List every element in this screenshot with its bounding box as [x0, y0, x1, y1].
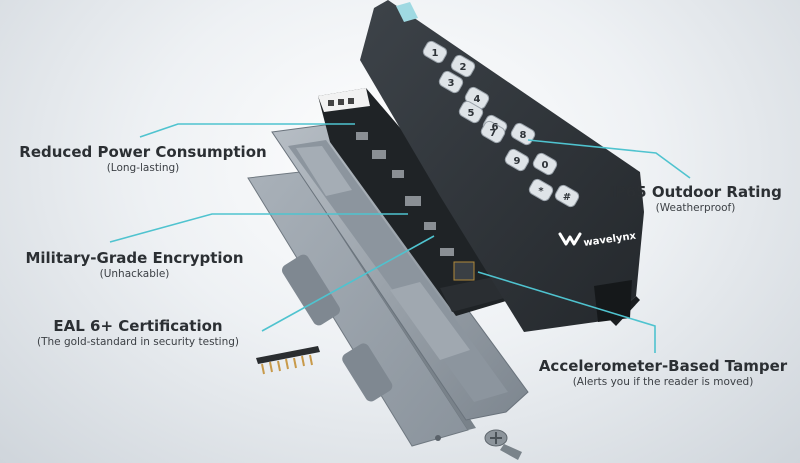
callout-tamper-subtitle: (Alerts you if the reader is moved)	[572, 376, 754, 388]
key-star[interactable]	[527, 178, 554, 203]
key-5-label: 5	[468, 108, 475, 119]
key-star-label: *	[538, 186, 544, 197]
key-2-label: 2	[460, 62, 467, 73]
header-pins	[256, 346, 320, 375]
callout-tamper-title: Accelerometer-Based Tamper	[538, 357, 788, 375]
key-0-label: 0	[542, 160, 549, 171]
key-hash-label: #	[563, 192, 571, 203]
key-0[interactable]	[531, 152, 558, 177]
key-hash[interactable]	[553, 184, 580, 209]
key-9[interactable]	[503, 148, 530, 173]
mounting-bracket	[271, 123, 529, 441]
callout-eal-subtitle: (The gold-standard in security testing)	[36, 336, 239, 348]
callout-eal-title: EAL 6+ Certification	[53, 317, 223, 335]
key-9-label: 9	[514, 156, 521, 167]
key-5[interactable]	[457, 100, 484, 125]
callout-tamper: Accelerometer-Based Tamper (Alerts you i…	[532, 357, 794, 389]
leader-lines	[109, 123, 691, 353]
callout-power-title: Reduced Power Consumption	[19, 143, 267, 161]
screw	[484, 429, 522, 460]
callout-encryption-title: Military-Grade Encryption	[25, 249, 244, 267]
reader-body	[360, 0, 644, 332]
key-6-label: 6	[492, 122, 499, 133]
key-1-label: 1	[432, 48, 439, 59]
keypad: 1 2 3 4 5 6 7 8 9 0 * #	[421, 40, 580, 209]
key-7[interactable]	[479, 120, 506, 145]
callout-ip65-subtitle: (Weatherproof)	[655, 202, 736, 214]
callout-ip65-title: IP65 Outdoor Rating	[609, 183, 782, 201]
key-3-label: 3	[448, 78, 455, 89]
key-7-label: 7	[490, 128, 497, 139]
key-2[interactable]	[449, 54, 476, 79]
leader-power	[139, 123, 355, 138]
leader-ip65	[527, 139, 691, 179]
callout-eal: EAL 6+ Certification (The gold-standard …	[28, 317, 248, 349]
callout-ip65: IP65 Outdoor Rating (Weatherproof)	[608, 183, 783, 215]
callout-encryption-subtitle: (Unhackable)	[99, 268, 170, 280]
leader-tamper	[477, 271, 656, 353]
callout-power: Reduced Power Consumption (Long-lasting)	[18, 143, 268, 175]
key-3[interactable]	[437, 70, 464, 95]
key-4-label: 4	[474, 94, 481, 105]
leader-encryption	[109, 213, 408, 243]
circuit-board	[318, 88, 520, 316]
leader-eal	[261, 235, 435, 332]
key-1[interactable]	[421, 40, 448, 65]
key-8-label: 8	[520, 130, 527, 141]
wavelynx-logo-icon	[558, 232, 582, 246]
callout-power-subtitle: (Long-lasting)	[106, 162, 180, 174]
callout-encryption: Military-Grade Encryption (Unhackable)	[22, 249, 247, 281]
